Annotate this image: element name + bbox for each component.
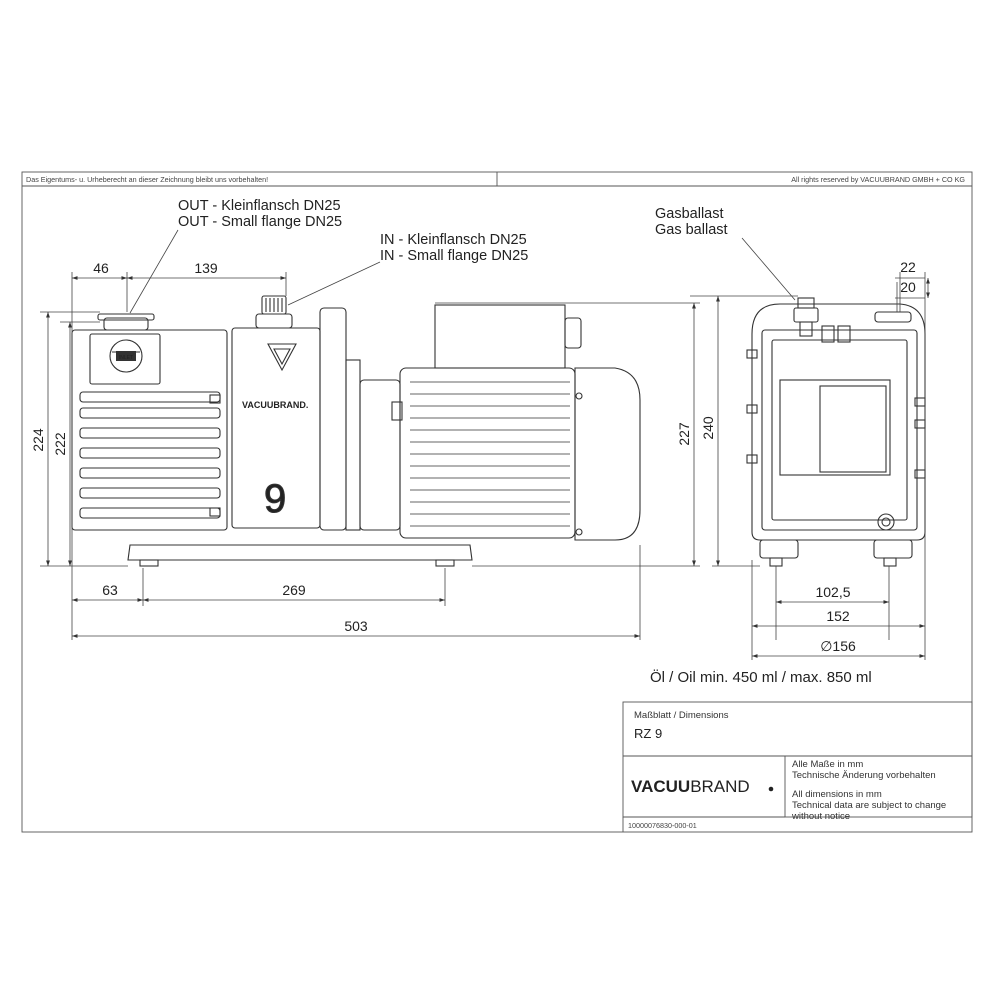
motor-fins xyxy=(410,381,570,527)
note-en-2: Technical data are subject to change xyxy=(792,800,946,811)
model-name: RZ 9 xyxy=(634,726,662,741)
sheet-type: Maßblatt / Dimensions xyxy=(634,710,729,721)
end-view-foot-left xyxy=(759,539,799,559)
dim-156: ∅156 xyxy=(820,638,856,654)
cooling-fins xyxy=(79,391,221,519)
vacuubrand-logo: VACUUBRAND xyxy=(631,777,750,796)
fan-cover xyxy=(574,367,641,541)
out-label-en: OUT - Small flange DN25 xyxy=(178,214,342,230)
dim-222: 222 xyxy=(52,432,68,456)
dim-63: 63 xyxy=(102,582,118,598)
out-label-de: OUT - Kleinflansch DN25 xyxy=(178,198,341,214)
drawing-frame xyxy=(21,171,973,833)
note-en-3: without notice xyxy=(791,811,850,822)
note-de-1: Alle Maße in mm xyxy=(792,759,863,770)
dim-22: 22 xyxy=(900,259,916,275)
dim-240: 240 xyxy=(700,416,716,440)
in-label-de: IN - Kleinflansch DN25 xyxy=(380,232,527,248)
dim-269: 269 xyxy=(282,582,306,598)
pump-brand-label: VACUUBRAND. xyxy=(242,400,308,410)
pump-number-label: 9 xyxy=(264,477,286,521)
copyright-notice-de: Das Eigentums- u. Urheberecht an dieser … xyxy=(26,175,268,184)
gas-ballast-valve xyxy=(793,307,819,323)
copyright-notice-en: All rights reserved by VACUUBRAND GMBH +… xyxy=(791,175,965,184)
dim-139: 139 xyxy=(194,260,218,276)
side-view-dimension-values: 46 139 63 269 503 224 222 227 xyxy=(30,260,692,634)
dim-503: 503 xyxy=(344,618,368,634)
pump-end-view xyxy=(746,297,926,567)
pump-housing xyxy=(71,329,228,531)
side-view-dimension-lines xyxy=(40,272,700,640)
gas-ballast-label-en: Gas ballast xyxy=(655,222,728,238)
terminal-box xyxy=(434,304,566,369)
title-block-frame xyxy=(622,701,973,832)
inlet-plate-label: INLET xyxy=(119,355,133,361)
dim-102-5: 102,5 xyxy=(815,584,850,600)
oil-capacity: Öl / Oil min. 450 ml / max. 850 ml xyxy=(650,668,872,686)
base-plate xyxy=(127,544,473,561)
callout-leaders xyxy=(129,229,796,314)
out-flange xyxy=(103,317,149,331)
gas-ballast-label-de: Gasballast xyxy=(655,206,724,222)
dim-227: 227 xyxy=(676,422,692,446)
pump-side-view xyxy=(71,295,641,567)
motor-body xyxy=(399,367,576,539)
logo-dot xyxy=(768,786,774,792)
dim-152: 152 xyxy=(826,608,850,624)
dim-20: 20 xyxy=(900,279,916,295)
end-view-dimension-values: 240 22 20 102,5 152 ∅156 xyxy=(700,259,916,654)
end-view-dimension-lines xyxy=(690,272,930,660)
note-de-2: Technische Änderung vorbehalten xyxy=(792,770,936,781)
end-view-foot-right xyxy=(873,539,913,559)
note-en-1: All dimensions in mm xyxy=(792,789,882,800)
in-label-en: IN - Small flange DN25 xyxy=(380,248,528,264)
dim-224: 224 xyxy=(30,428,46,452)
dim-46: 46 xyxy=(93,260,109,276)
document-number: 10000076830-000-01 xyxy=(628,821,697,830)
